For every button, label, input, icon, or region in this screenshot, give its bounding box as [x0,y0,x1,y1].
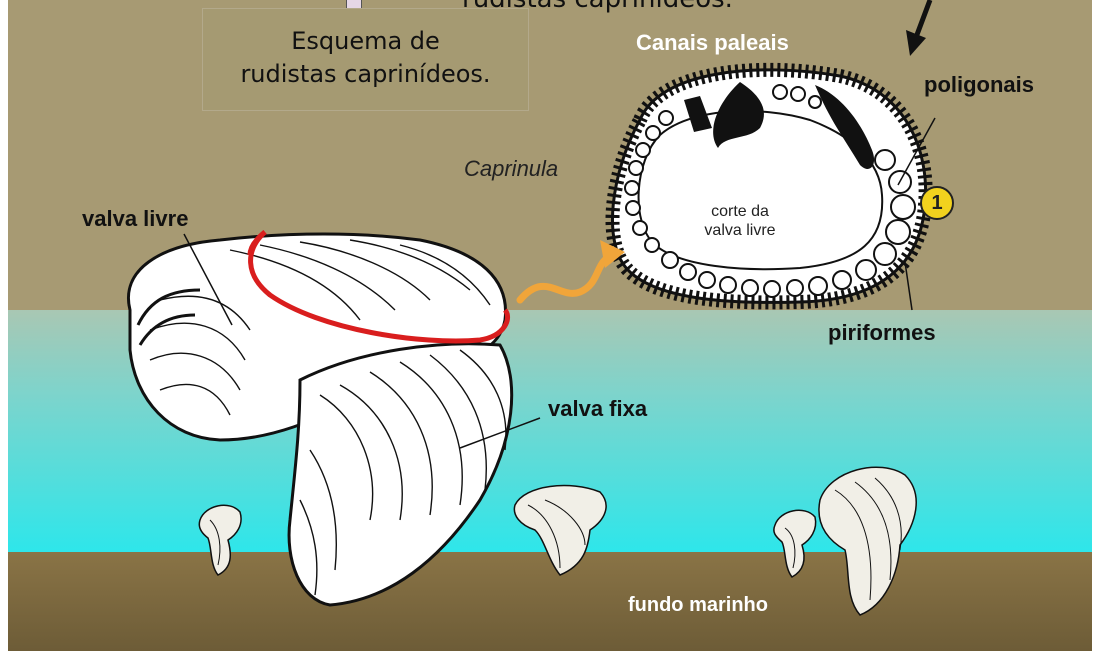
label-canais-paleais: Canais paleais [636,30,789,56]
label-corte-da-valva-livre: corte da valva livre [660,202,820,240]
caption-line-2: rudistas caprinídeos. [203,58,528,91]
number-one-marker: 1 [920,186,954,220]
cross-section-drawing [612,70,925,303]
corte-line-1: corte da [660,202,820,221]
label-valva-livre: valva livre [82,206,188,232]
caption-box: Esquema de rudistas caprinídeos. [202,8,529,111]
label-valva-fixa: valva fixa [548,396,647,422]
label-caprinula: Caprinula [464,156,558,182]
label-piriformes: piriformes [828,320,936,346]
label-poligonais: poligonais [924,72,1034,98]
label-fundo-marinho: fundo marinho [628,594,768,617]
seafloor-region [8,552,1092,651]
corte-line-2: valva livre [660,221,820,240]
caption-line-1: Esquema de [203,25,528,58]
caption-text: Esquema de rudistas caprinídeos. [203,25,528,91]
